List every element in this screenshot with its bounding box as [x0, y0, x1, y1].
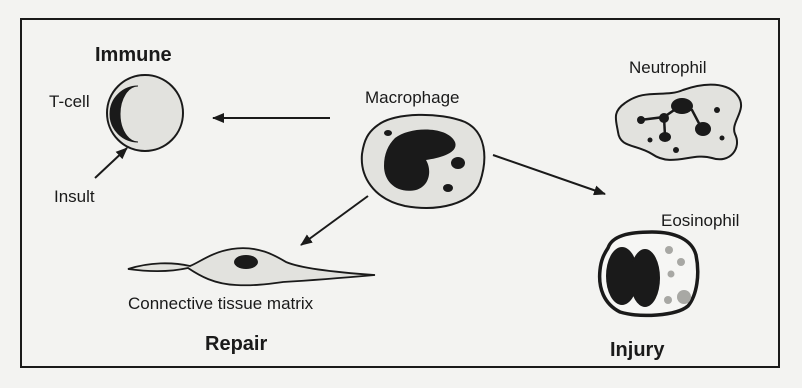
heading-injury: Injury — [610, 339, 664, 362]
label-connective-tissue-matrix: Connective tissue matrix — [128, 294, 313, 314]
neutrophil-granule — [648, 138, 653, 143]
heading-immune: Immune — [95, 44, 172, 67]
macrophage-vacuole — [451, 157, 465, 169]
label-neutrophil: Neutrophil — [629, 58, 707, 78]
neutrophil-nucleus-lobe — [659, 132, 671, 142]
eosinophil-granule — [665, 246, 673, 254]
eosinophil-granule — [677, 258, 685, 266]
neutrophil — [616, 85, 741, 160]
heading-repair: Repair — [205, 333, 267, 356]
connective-cell-nucleus — [234, 255, 258, 269]
neutrophil-nucleus-lobe — [671, 98, 693, 114]
label-insult: Insult — [54, 187, 95, 207]
macrophage — [362, 115, 485, 208]
neutrophil-granule — [720, 136, 725, 141]
neutrophil-granule — [637, 116, 645, 124]
eosinophil-nucleus-lobe — [630, 249, 660, 307]
eosinophil — [600, 232, 698, 315]
label-eosinophil: Eosinophil — [661, 211, 739, 231]
t-cell — [107, 75, 183, 151]
neutrophil-nucleus-lobe — [659, 113, 669, 123]
eosinophil-granule — [677, 290, 691, 304]
neutrophil-nucleus-lobe — [695, 122, 711, 136]
arrow-to-repair — [301, 196, 368, 245]
neutrophil-granule — [673, 147, 679, 153]
eosinophil-granule — [664, 296, 672, 304]
label-macrophage: Macrophage — [365, 88, 460, 108]
arrow-to-injury — [493, 155, 605, 194]
connective-tissue-cell — [128, 248, 375, 285]
label-t-cell: T-cell — [49, 92, 90, 112]
eosinophil-granule — [668, 271, 675, 278]
insult-arrow — [95, 148, 127, 178]
macrophage-vacuole — [384, 130, 392, 136]
neutrophil-granule — [714, 107, 720, 113]
macrophage-vacuole — [443, 184, 453, 192]
